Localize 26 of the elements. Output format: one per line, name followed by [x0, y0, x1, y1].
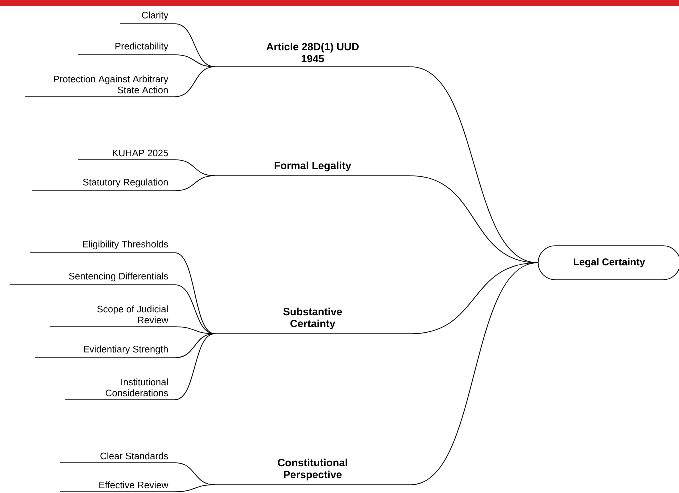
connector	[174, 326, 216, 334]
leaf-topic: Protection Against Arbitrary State Action	[24, 76, 176, 98]
connector	[174, 66, 216, 98]
branch-topic: Constitutional Perspective	[214, 458, 412, 486]
leaf-topic: Statutory Regulation	[32, 178, 176, 192]
leaf-topic: Institutional Considerations	[64, 378, 176, 400]
leaf-topic: Sentencing Differentials	[10, 272, 176, 286]
leaf-topic: Predictability	[78, 42, 176, 56]
branch-topic: Article 28D(1) UUD 1945	[214, 42, 412, 68]
leaf-topic: Scope of Judicial Review	[50, 306, 176, 328]
connector	[174, 252, 216, 334]
connector	[174, 334, 216, 400]
leaf-topic: Eligibility Thresholds	[30, 240, 176, 254]
connector	[174, 54, 216, 68]
leaf-topic: Evidentiary Strength	[34, 346, 176, 358]
connector	[174, 484, 216, 492]
connector	[174, 176, 216, 192]
branch-topic: Formal Legality	[214, 162, 412, 176]
root-box: Legal Certainty	[538, 246, 679, 280]
connector	[410, 262, 538, 334]
branch-topic: Substantive Certainty	[214, 308, 412, 334]
leaf-topic: Effective Review	[60, 482, 176, 492]
leaf-topic: KUHAP 2025	[78, 150, 176, 160]
leaf-topic: Clear Standards	[60, 452, 176, 464]
connector	[174, 334, 216, 358]
leaf-topic: Clarity	[120, 12, 176, 24]
